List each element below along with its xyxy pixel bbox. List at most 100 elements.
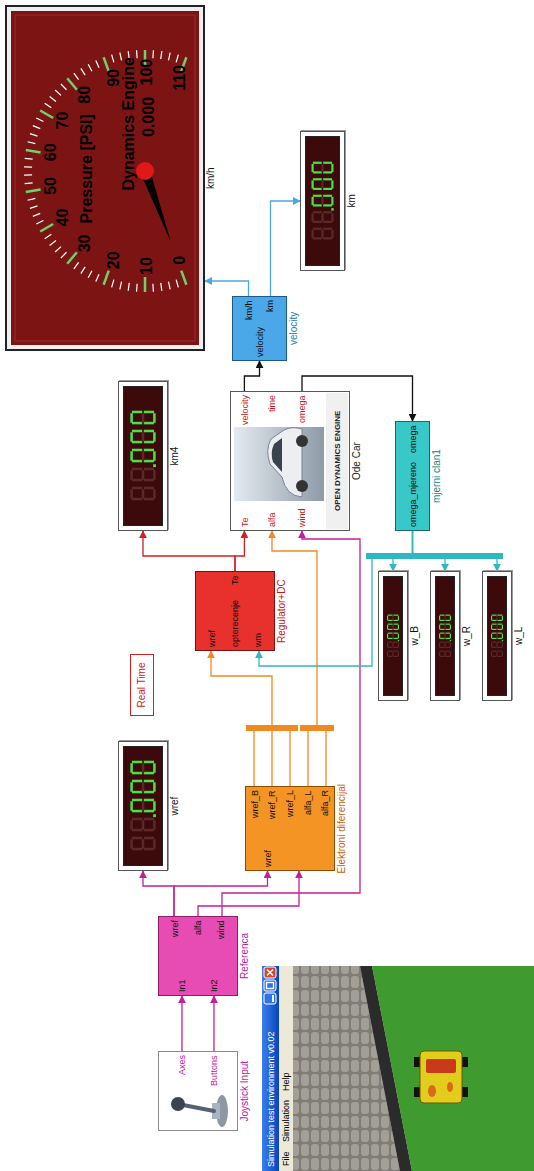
- gauge-tick: [74, 262, 79, 268]
- segment: [492, 615, 497, 616]
- segment: [440, 656, 445, 657]
- block-name: Ode Car: [351, 442, 363, 480]
- segment: [387, 625, 388, 630]
- display-panel: [305, 136, 340, 266]
- segment: [392, 634, 393, 639]
- segment: [144, 761, 154, 764]
- 9: 50: [42, 177, 60, 195]
- segment: [387, 634, 388, 639]
- segment: [388, 624, 393, 625]
- segment: [323, 204, 332, 206]
- segment: [496, 616, 497, 621]
- segment: [393, 633, 398, 634]
- signal-line: [181, 996, 182, 1051]
- segment: [439, 643, 440, 648]
- segment: [440, 633, 445, 634]
- gauge-tick: [28, 198, 36, 200]
- segment: [323, 228, 332, 230]
- segment: [497, 615, 502, 616]
- segment: [492, 647, 497, 648]
- segment: [496, 652, 497, 657]
- gauge-tick: [120, 282, 122, 290]
- signal-line: [143, 871, 174, 916]
- segment: [393, 615, 398, 616]
- segment: [445, 629, 450, 630]
- gauge-tick: [30, 134, 38, 136]
- port-label: opterecenje: [230, 600, 240, 647]
- segment: [393, 629, 398, 630]
- segment: [144, 848, 154, 851]
- port-label: wref_B: [250, 790, 260, 818]
- digital-display: km4: [118, 381, 168, 531]
- segment: [142, 489, 145, 499]
- port-label: velocity: [240, 395, 250, 425]
- gauge-tick: [33, 213, 40, 216]
- signal-line: [205, 281, 249, 296]
- signal-line: [302, 376, 413, 421]
- segment: [130, 839, 133, 849]
- segment: [153, 489, 156, 499]
- digital-display: wref: [118, 741, 168, 871]
- engine-logo-text: OPEN DYNAMICS ENGINE: [333, 411, 342, 511]
- decimal-dot: [331, 208, 333, 210]
- segment: [445, 647, 450, 648]
- 9: 40: [54, 209, 72, 227]
- segment: [331, 197, 333, 205]
- gauge-tick: [36, 221, 43, 225]
- segment: [323, 171, 332, 173]
- segment: [153, 763, 156, 773]
- gauge-tick: [26, 150, 41, 153]
- digital-display: w_L: [482, 571, 512, 701]
- mux-bar: [246, 725, 298, 731]
- segment: [313, 188, 322, 190]
- segment: [502, 652, 503, 657]
- gauge-dial: [5, 5, 205, 351]
- subsystem-block: wrefwref_Bwref_Rwref_Lalfa_Lalfa_RElektr…: [245, 786, 335, 871]
- segment: [393, 651, 398, 652]
- port-label: Axes: [177, 1055, 187, 1075]
- gauge-tick: [61, 84, 67, 90]
- gauge-tick: [25, 182, 33, 184]
- segment: [144, 411, 154, 414]
- segment: [132, 848, 142, 851]
- signal-line: [271, 201, 301, 296]
- signal-line: [143, 531, 235, 571]
- menu-item: Help: [281, 1072, 291, 1091]
- segment: [132, 441, 142, 444]
- segment: [492, 624, 497, 625]
- segment: [440, 638, 445, 639]
- gauge-block: 0102030405060708090100110Pressure [PSI]D…: [5, 5, 205, 351]
- segment: [313, 204, 322, 206]
- segment: [132, 430, 142, 433]
- segment: [153, 470, 156, 480]
- segment: [440, 615, 445, 616]
- segment: [450, 616, 451, 621]
- segment: [393, 624, 398, 625]
- segment: [388, 642, 393, 643]
- gauge-tick: [88, 64, 92, 71]
- segment: [392, 643, 393, 648]
- segment: [153, 451, 156, 461]
- segment: [130, 413, 133, 423]
- segment: [130, 451, 133, 461]
- segment: [388, 656, 393, 657]
- segment: [393, 642, 398, 643]
- segment: [393, 620, 398, 621]
- gauge-tick: [161, 283, 162, 291]
- segment: [388, 615, 393, 616]
- display-panel: [383, 576, 403, 696]
- segment: [388, 633, 393, 634]
- gauge-tick: [36, 118, 43, 122]
- segment: [388, 647, 393, 648]
- display-label: wref: [169, 797, 181, 816]
- port-label: wind: [297, 508, 307, 527]
- block-name: mjerni clan1: [431, 449, 443, 503]
- gauge-tick: [28, 142, 36, 144]
- 9: 30: [76, 235, 94, 253]
- display-panel: [123, 386, 163, 526]
- block-name: Elektroni diferencijal: [336, 784, 348, 874]
- segment: [132, 837, 142, 840]
- gauge-tick: [81, 68, 85, 75]
- segment: [502, 643, 503, 648]
- segment: [321, 230, 323, 238]
